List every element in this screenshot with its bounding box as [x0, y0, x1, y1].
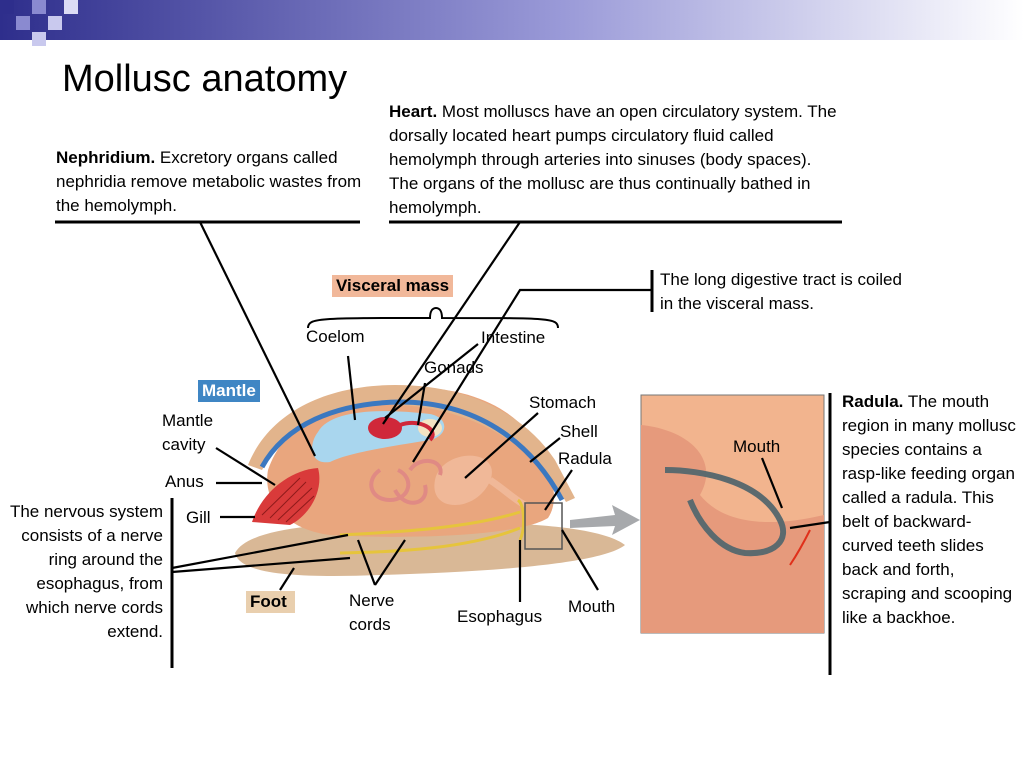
gonads-label: Gonads: [424, 358, 484, 377]
heart-note: Heart. Most molluscs have an open circul…: [389, 100, 844, 220]
nephridium-term: Nephridium.: [56, 148, 156, 167]
shell-label: Shell: [560, 422, 598, 441]
intestine-coils: [369, 459, 443, 505]
mouth-label: Mouth: [568, 597, 616, 616]
radula-note: Radula. The mouth region in many mollusc…: [842, 390, 1022, 630]
inset-mouth-label: Mouth: [733, 437, 781, 456]
intestine-label: Intestine: [481, 328, 546, 347]
nerve-cords-label: Nerve cords: [349, 591, 395, 634]
nervous-note: The nervous system consists of a nerve r…: [9, 502, 163, 641]
anus-label: Anus: [165, 472, 204, 491]
heart-term: Heart.: [389, 102, 438, 121]
gill-shape: [252, 468, 320, 525]
radula-box: [524, 502, 563, 550]
digestive-note: The long digestive tract is coiled in th…: [660, 270, 902, 313]
page-title: Mollusc anatomy: [62, 58, 348, 100]
leader-lines: [171, 221, 831, 602]
stomach-label: Stomach: [529, 393, 597, 412]
mantle-line: [259, 399, 565, 502]
coelom-label: Coelom: [306, 327, 365, 346]
nephridium-note: Nephridium. Excretory organs called neph…: [56, 146, 362, 218]
radula-term: Radula.: [842, 392, 904, 411]
nephridium-text: Excretory organs called nephridia remove…: [56, 148, 362, 215]
radula-label: Radula: [558, 449, 612, 468]
esophagus-label: Esophagus: [457, 607, 543, 626]
mantle-label: Mantle: [198, 380, 260, 402]
inset-arrow: [570, 505, 640, 535]
heart-shape: [368, 417, 402, 439]
radula-inset: [640, 394, 825, 634]
radula-text: The mouth region in many mollusc species…: [842, 392, 1016, 627]
visceral-mass-brace: [307, 306, 559, 329]
gill-label: Gill: [186, 508, 211, 527]
visceral-mass-label: Visceral mass: [332, 275, 454, 297]
foot-label: Foot: [246, 591, 295, 613]
heart-text: Most molluscs have an open circulatory s…: [389, 102, 837, 217]
header-decoration: [0, 0, 1024, 46]
mantle-cavity-label: Mantle cavity: [162, 411, 214, 454]
